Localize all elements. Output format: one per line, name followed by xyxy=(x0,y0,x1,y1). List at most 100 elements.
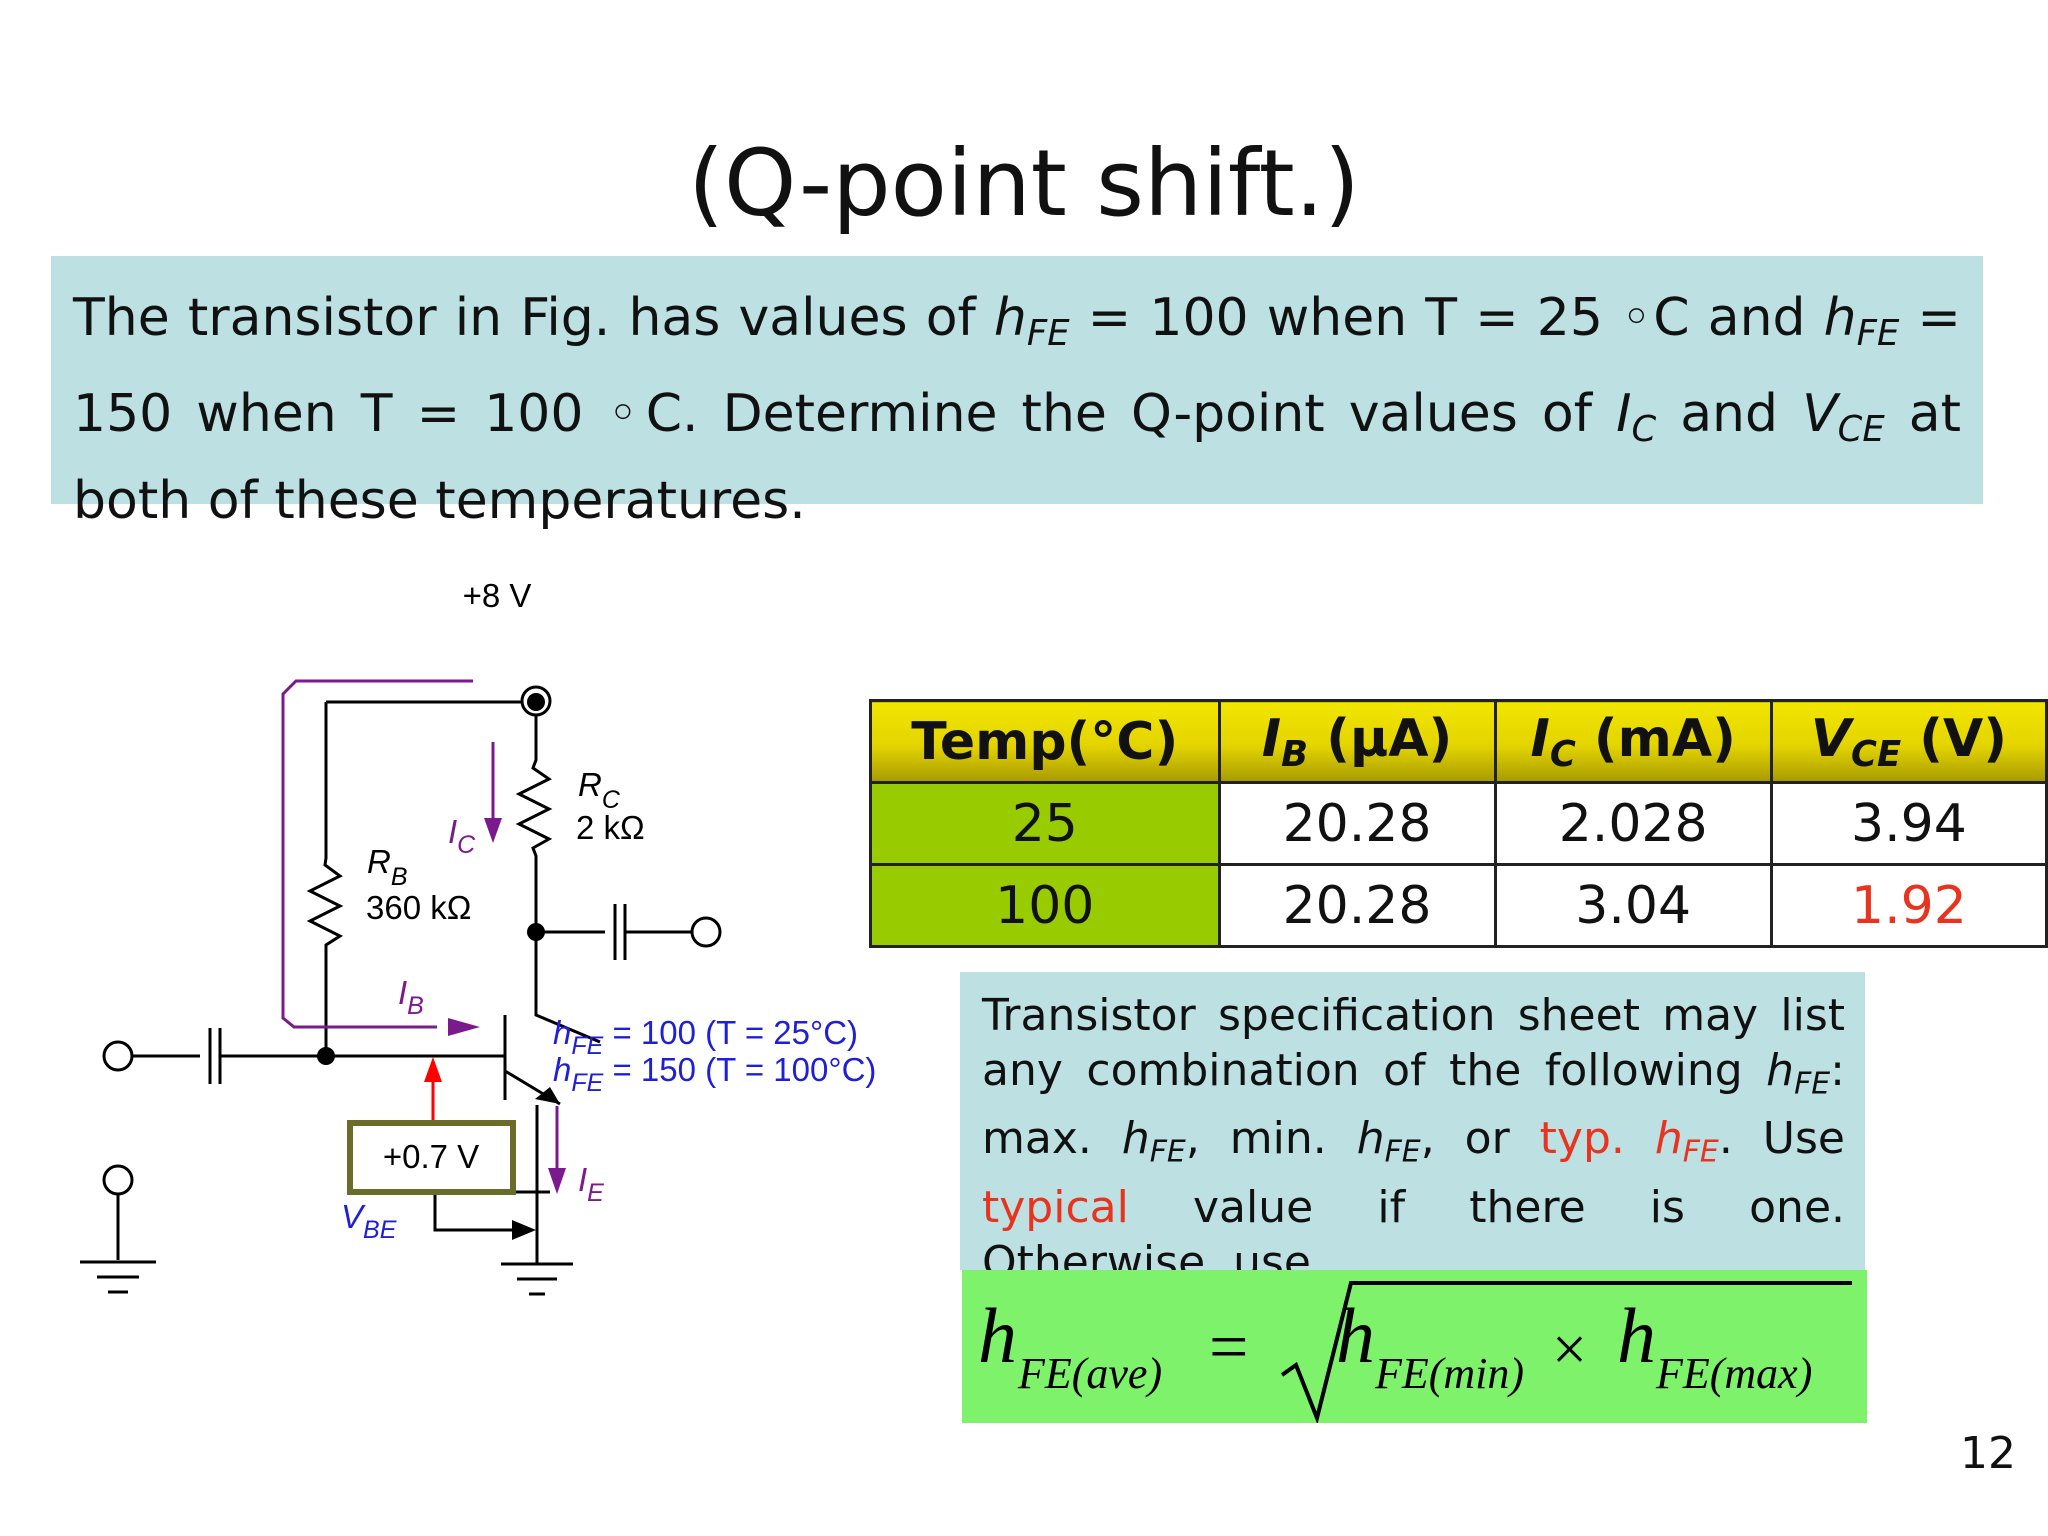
cell-vce-highlight: 1.92 xyxy=(1769,863,2048,948)
rc-sub: C xyxy=(602,786,621,814)
vbe-box xyxy=(347,1120,516,1195)
problem-text: = xyxy=(1899,288,1961,348)
vbe-sub: BE xyxy=(363,1216,397,1244)
problem-text: = 100 when T = 25 ◦C and xyxy=(1069,288,1824,348)
hfe-25-value: = 100 (T = 25°C) xyxy=(603,1014,858,1051)
circuit-wires xyxy=(80,700,693,1296)
formula-h-min: h xyxy=(1336,1292,1375,1379)
ib-arrowhead xyxy=(448,1018,480,1036)
hfe-subscript: FE xyxy=(1026,312,1070,354)
cell-ib: 20.28 xyxy=(1217,781,1497,866)
note-text: , or xyxy=(1420,1113,1540,1165)
ib-sub: B xyxy=(407,992,424,1020)
hfe-100-sub: FE xyxy=(571,1069,603,1097)
hfe-subscript: FE xyxy=(1856,312,1900,354)
hfe-100-value: = 150 (T = 100°C) xyxy=(603,1051,876,1088)
problem-text: 150 when T = 100 ◦C. Determine the Q-poi… xyxy=(73,383,1617,444)
formula-sub-max: FE(max) xyxy=(1655,1349,1812,1398)
table-row: 100 20.28 3.04 1.92 xyxy=(869,863,2048,948)
vce-symbol: V xyxy=(1802,383,1838,444)
output-terminal xyxy=(690,916,722,948)
note-line-2: any combination of the following hFE: xyxy=(982,1043,1845,1111)
vbe-red-arrowhead xyxy=(424,1057,442,1082)
problem-text: at xyxy=(1884,383,1961,444)
node-dot xyxy=(317,1047,335,1065)
formula-equals: = xyxy=(1209,1309,1248,1386)
vbe-arrow xyxy=(512,1220,536,1240)
hfe-symbol: h xyxy=(1823,288,1857,348)
hfe-symbol: h xyxy=(1121,1113,1150,1165)
hfe-25-label: hFE = 100 (T = 25°C) xyxy=(553,1014,858,1060)
problem-line-1: The transistor in Fig. has values of hFE… xyxy=(73,278,1961,374)
hfe-25-name: h xyxy=(553,1014,571,1051)
emitter-arrow xyxy=(535,1087,560,1104)
cell-ib: 20.28 xyxy=(1217,863,1497,948)
sqrt-symbol xyxy=(1280,1281,1852,1425)
cell-vce: 3.94 xyxy=(1769,781,2048,866)
note-text: max. xyxy=(982,1113,1122,1165)
typical-highlight: typical xyxy=(982,1181,1129,1233)
rb-label: RB xyxy=(367,843,408,891)
vbe-box-label: +0.7 V xyxy=(383,1138,479,1175)
hfe-25-sub: FE xyxy=(571,1032,603,1060)
formula-times: × xyxy=(1552,1316,1587,1384)
input-terminal xyxy=(102,1040,134,1072)
hfe-symbol: h xyxy=(1654,1113,1683,1165)
header-ic: IC (mA) xyxy=(1493,699,1773,784)
typ-highlight: typ. xyxy=(1539,1113,1655,1165)
table-row: 25 20.28 2.028 3.94 xyxy=(869,781,2048,866)
header-vce: VCE (V) xyxy=(1769,699,2048,784)
slide-title: (Q-point shift.) xyxy=(688,130,1360,237)
q-point-table: Temp(°C) IB (μA) IC (mA) VCE (V) 25 20.2… xyxy=(869,699,2048,948)
node-dot xyxy=(527,693,545,711)
ic-symbol: I xyxy=(1530,708,1550,769)
vce-symbol: V xyxy=(1810,708,1852,769)
cell-temp: 100 xyxy=(869,863,1221,948)
header-ib: IB (μA) xyxy=(1217,699,1497,784)
problem-statement: The transistor in Fig. has values of hFE… xyxy=(51,256,1983,531)
hfe-subscript: FE xyxy=(1682,1134,1719,1170)
ie-label: IE xyxy=(578,1161,604,1207)
hfe-100-label: hFE = 150 (T = 100°C) xyxy=(553,1051,876,1097)
formula-h-max: h xyxy=(1617,1292,1656,1379)
header-temp: Temp(°C) xyxy=(869,699,1221,784)
formula-sub-min: FE(min) xyxy=(1374,1349,1524,1398)
cell-temp: 25 xyxy=(869,781,1221,866)
note-text: : xyxy=(1830,1045,1845,1096)
ic-sub: C xyxy=(457,831,476,859)
rc-name: R xyxy=(578,766,602,803)
ic-symbol: I xyxy=(1616,383,1632,444)
rc-value: 2 kΩ xyxy=(576,809,645,846)
ie-sub: E xyxy=(587,1179,604,1207)
cell-ic: 2.028 xyxy=(1493,781,1773,866)
formula-svg: h FE(ave) = h FE(min) × h FE(max) xyxy=(978,1281,1852,1425)
problem-text: The transistor in Fig. has values of xyxy=(73,288,994,348)
rb-value: 360 kΩ xyxy=(366,889,471,926)
ic-name: I xyxy=(448,813,457,850)
note-text: . Use xyxy=(1718,1113,1845,1165)
rb-sub: B xyxy=(391,863,408,891)
page-number: 12 xyxy=(1960,1428,2016,1479)
vce-subscript: CE xyxy=(1837,408,1885,450)
ic-subscript: C xyxy=(1549,733,1576,775)
note-text: value if there is one. xyxy=(1128,1181,1845,1233)
circuit-diagram: +8 V RC 2 kΩ RB 360 kΩ IC IB IE hFE = 10… xyxy=(80,577,876,1296)
hfe-100-name: h xyxy=(553,1051,571,1088)
vbe-label: VBE xyxy=(341,1198,397,1244)
ie-name: I xyxy=(578,1161,587,1198)
problem-text: and xyxy=(1656,383,1803,444)
rb-name: R xyxy=(367,843,391,880)
hfe-subscript: FE xyxy=(1384,1134,1421,1170)
formula-sub-ave: FE(ave) xyxy=(1017,1349,1162,1398)
ib-name: I xyxy=(398,974,407,1011)
hfe-symbol: h xyxy=(1356,1113,1385,1165)
ic-subscript: C xyxy=(1631,408,1657,450)
ib-symbol: I xyxy=(1261,708,1282,769)
cell-ic: 3.04 xyxy=(1493,863,1773,948)
note-line-4: typical value if there is one. xyxy=(982,1180,1845,1235)
hfe-subscript: FE xyxy=(1149,1134,1186,1170)
hfe-average-formula: h FE(ave) = h FE(min) × h FE(max) xyxy=(962,1270,1867,1425)
ground-terminal xyxy=(102,1164,134,1196)
formula-h: h xyxy=(978,1292,1017,1379)
ib-unit: (μA) xyxy=(1308,708,1453,769)
